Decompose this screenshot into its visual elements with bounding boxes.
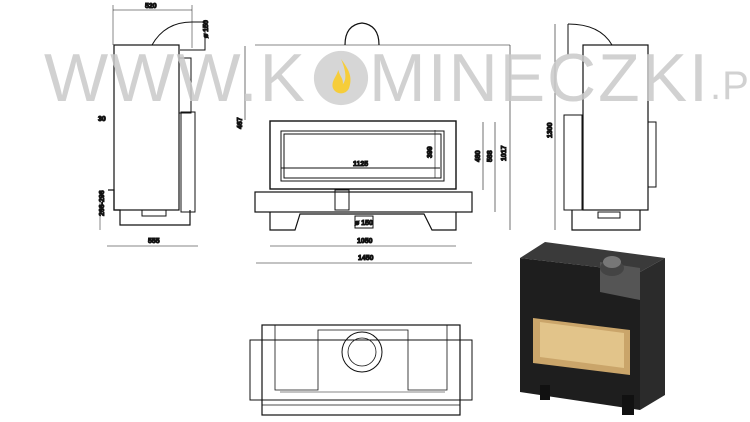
watermark: WWW.K MINECZKI.PL	[44, 40, 750, 116]
dim-opening-height: 480	[475, 150, 482, 162]
watermark-prefix: WWW.K	[44, 40, 308, 116]
watermark-suffix: MINECZKI	[369, 40, 710, 116]
dim-glass-width: 1125	[353, 161, 368, 168]
dim-body-height: 588	[487, 150, 494, 162]
fireplace-render	[520, 242, 665, 415]
dim-right-total-height: 1300	[547, 122, 554, 138]
dim-base-width: 1050	[357, 238, 373, 245]
watermark-domain: .PL	[709, 64, 750, 108]
top-view	[249, 324, 473, 416]
dim-base-depth: 555	[148, 238, 160, 245]
dim-flue: ø 150	[203, 20, 210, 38]
left-side-view: 520 ø 150 30 266-296 555	[98, 3, 211, 247]
front-view: 467 1125 399 ø 150 480 588 1017 1050 145…	[237, 22, 511, 264]
flame-logo-icon	[313, 50, 369, 106]
dim-top-height: 467	[237, 117, 244, 129]
dim-depth: 520	[145, 3, 157, 10]
right-side-view: 1300	[547, 23, 657, 231]
dim-base-height: 266-296	[99, 190, 106, 216]
dim-total-height: 1017	[501, 145, 508, 161]
dim-glass-height: 399	[427, 146, 434, 158]
dim-offset: 30	[98, 116, 106, 123]
dim-total-width: 1450	[358, 255, 374, 262]
dim-flue-outlet: ø 150	[355, 220, 373, 227]
